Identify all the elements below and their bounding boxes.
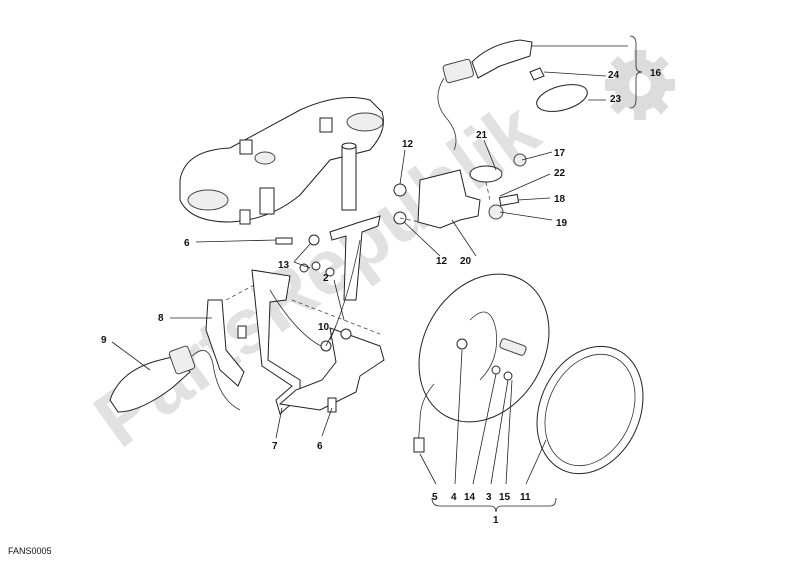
headlight-lens (536, 345, 644, 475)
callout-3: 3 (486, 492, 492, 503)
callout-8: 8 (158, 313, 164, 324)
callout-22: 22 (554, 168, 566, 179)
callout-18: 18 (554, 194, 566, 205)
callout-20: 20 (460, 256, 472, 267)
group-1-brace (431, 497, 557, 513)
callout-17: 17 (554, 148, 566, 159)
callout-6b: 6 (317, 441, 323, 452)
callout-24: 24 (608, 70, 620, 81)
right-turn-signal (437, 39, 588, 151)
callout-5: 5 (432, 492, 438, 503)
callout-10: 10 (318, 322, 330, 333)
callout-14: 14 (464, 492, 476, 503)
callout-12b: 12 (436, 256, 448, 267)
leader-lines (111, 45, 628, 485)
fasteners (237, 234, 352, 413)
callout-12a: 12 (402, 139, 414, 150)
callout-4: 4 (451, 492, 457, 503)
callout-16: 16 (650, 68, 662, 79)
headlight-shell (413, 273, 550, 453)
left-bracket (205, 299, 245, 387)
reference-lines (225, 181, 491, 335)
callout-21: 21 (476, 130, 488, 141)
left-turn-signal (109, 345, 241, 413)
callout-19: 19 (556, 218, 568, 229)
upper-right-bracket (393, 153, 527, 229)
callout-9: 9 (101, 335, 107, 346)
figure-code: FANS0005 (8, 546, 52, 556)
callout-13: 13 (278, 260, 290, 271)
callout-labels: 1 2 3 4 5 6 6 7 8 9 10 11 12 12 13 14 15… (101, 68, 662, 526)
callout-6a: 6 (184, 238, 190, 249)
triple-clamp (179, 97, 384, 225)
headlight-bracket (251, 142, 385, 415)
callout-15: 15 (499, 492, 511, 503)
group-16-brace (629, 35, 643, 109)
callout-1: 1 (493, 515, 499, 526)
callout-2: 2 (323, 273, 329, 284)
callout-7: 7 (272, 441, 278, 452)
watermark-gear-icon (605, 50, 675, 120)
callout-23: 23 (610, 94, 622, 105)
callout-11: 11 (520, 492, 531, 503)
